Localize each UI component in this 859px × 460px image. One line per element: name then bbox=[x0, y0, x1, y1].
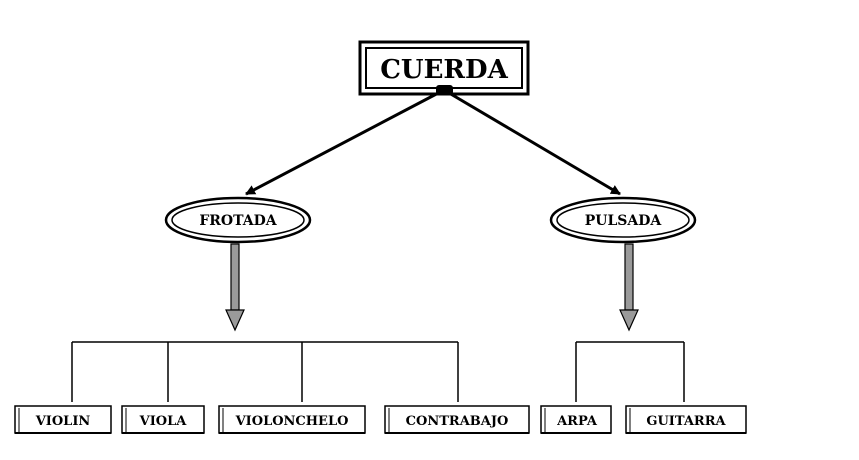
leaf-viola: VIOLA bbox=[121, 405, 205, 434]
leaf-label-viola: VIOLA bbox=[139, 414, 188, 429]
leaf-label-violin: VIOLIN bbox=[35, 414, 91, 429]
bracket-pulsada bbox=[575, 341, 685, 402]
leaf-guitarra: GUITARRA bbox=[625, 405, 747, 434]
branch-label-pulsada: PULSADA bbox=[585, 213, 663, 229]
root-connectors bbox=[245, 85, 621, 196]
root-label: CUERDA bbox=[380, 55, 508, 85]
leaf-label-arpa: ARPA bbox=[556, 414, 598, 429]
down-arrow-frotada bbox=[225, 243, 245, 332]
branch-frotada: FROTADA VIOLIN VIOLA V bbox=[14, 196, 530, 434]
branch-pulsada: PULSADA ARPA GUITARRA bbox=[540, 196, 747, 434]
bracket-frotada bbox=[71, 341, 459, 402]
leaf-violin: VIOLIN bbox=[14, 405, 112, 434]
branch-label-frotada: FROTADA bbox=[199, 213, 277, 229]
leaf-contrabajo: CONTRABAJO bbox=[384, 405, 530, 434]
leaf-arpa: ARPA bbox=[540, 405, 612, 434]
leaf-label-violonchelo: VIOLONCHELO bbox=[235, 414, 349, 429]
root-junction-dot bbox=[436, 85, 453, 95]
down-arrow-pulsada bbox=[619, 243, 639, 332]
leaf-label-guitarra: GUITARRA bbox=[646, 414, 726, 429]
root-node: CUERDA bbox=[358, 40, 530, 96]
leaf-violonchelo: VIOLONCHELO bbox=[218, 405, 366, 434]
leaf-label-contrabajo: CONTRABAJO bbox=[406, 414, 509, 429]
